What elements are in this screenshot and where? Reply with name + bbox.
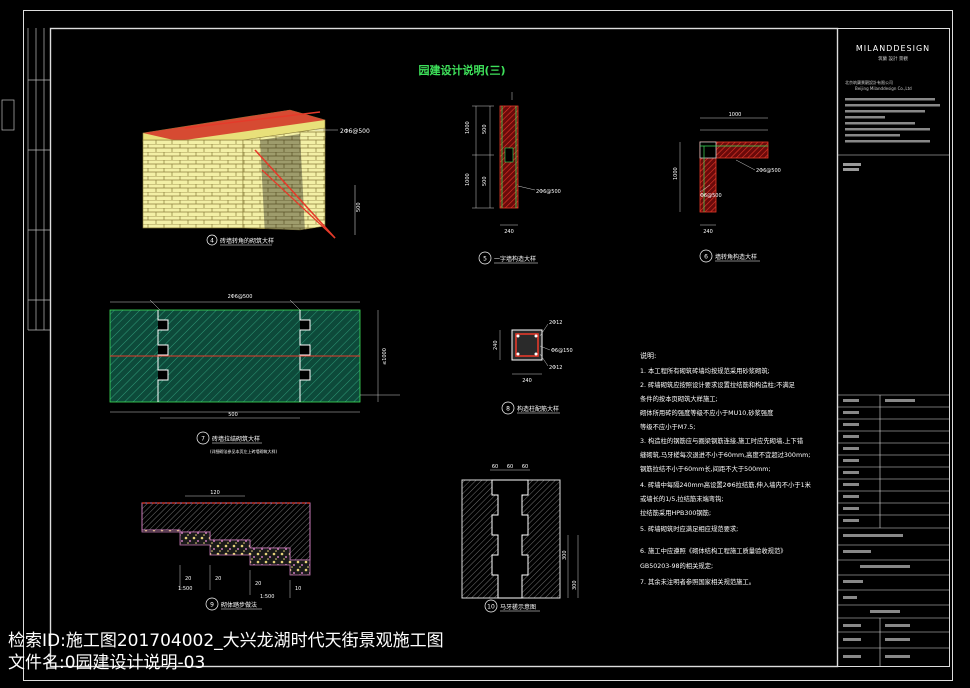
notes-line-8: 钢筋拉结不小于60mm长,间距不大于500mm;: [640, 464, 771, 473]
detail-9-title: 砌体踏步做法: [221, 601, 257, 609]
detail-5-straight-wall: 1000 1000 500 500 240 2Φ6@500 5 一字墙构造大样: [465, 92, 561, 265]
detail-10-num: 10: [487, 604, 495, 611]
detail-8-dim-2: 240: [522, 378, 532, 384]
sheet-title: 园建设计说明(三): [418, 63, 505, 77]
notes-line-14: GB50203-98的相关规定;: [640, 561, 713, 570]
detail-5-title: 一字墙构造大样: [494, 255, 536, 263]
notes-line-10: 或墙长的1/5,拉结筋末端弯钩;: [640, 494, 724, 503]
company-name-en: Beijing Milanddesign Co.,Ltd: [855, 86, 912, 91]
detail-9-dim-1: 120: [210, 490, 220, 496]
detail-8-rebar-2: Φ6@150: [551, 348, 573, 354]
detail-10-dim-5: 300: [572, 580, 578, 590]
detail-10-dim-2: 60: [507, 464, 513, 470]
detail-9-dim-6: 1:500: [178, 586, 192, 592]
detail-7-dim-1: 500: [228, 412, 238, 418]
detail-5-dim-4: 500: [482, 176, 488, 186]
detail-5-dim-5: 240: [504, 229, 514, 235]
filename-overlay: 文件名:0园建设计说明-03: [8, 653, 206, 673]
detail-6-num: 6: [704, 254, 708, 261]
detail-9-dim-2: 20: [185, 576, 191, 582]
detail-9-num: 9: [210, 602, 214, 609]
search-id-overlay: 检索ID:施工图201704002_大兴龙湖时代天街景观施工图: [8, 631, 444, 651]
notes-line-7: 缝砌筑,马牙槎每次退进不小于60mm,高度不宜超过300mm;: [640, 450, 810, 459]
detail-9-dim-7: 1:500: [260, 594, 274, 600]
detail-8-column-section: 2Φ12 Φ6@150 2Φ12 240 240 8 构造柱配筋大样: [493, 320, 573, 415]
detail-5-dim-1: 1000: [465, 121, 471, 134]
notes-line-11: 拉结筋采用HPB300钢筋;: [640, 508, 711, 517]
detail-10-dim-3: 60: [522, 464, 528, 470]
detail-9-steps: 120 20 20 20 10 1:500 1:500 9 砌体踏步做法: [141, 490, 311, 611]
drawing-frame: [23, 10, 953, 681]
notes-line-2: 2. 砖墙砌筑应按照设计要求设置拉结筋和构造柱;不满足: [640, 380, 796, 389]
detail-8-rebar-1: 2Φ12: [549, 320, 562, 326]
detail-6-dim-3: 240: [703, 229, 713, 235]
detail-9-dim-4: 20: [255, 581, 261, 587]
notes-line-9: 4. 砖墙中每隔240mm高设置2Φ6拉结筋,伸入墙内不小于1米: [640, 480, 812, 489]
detail-5-dim-3: 500: [482, 124, 488, 134]
detail-7-rebar-label: 2Φ6@500: [228, 294, 253, 300]
notes-line-4: 砌体所用砖的强度等级不应小于MU10,砂浆强度: [640, 408, 774, 417]
detail-10-toothing: 60 60 60 300 300 10 马牙槎示意图: [461, 464, 579, 613]
company-name-cn: 北京筑蘭景觀設計有限公司: [845, 79, 893, 85]
detail-10-title: 马牙槎示意图: [500, 603, 536, 611]
notes-heading: 说明:: [640, 351, 656, 360]
detail-6-dim-2: 1000: [673, 167, 679, 180]
detail-4-dim: 500: [356, 202, 362, 212]
detail-4-num: 4: [210, 238, 214, 245]
detail-8-title: 构造柱配筋大样: [517, 405, 559, 413]
detail-7-title: 砖墙拉结砌筑大样: [212, 435, 260, 443]
notes-line-3: 条件的按本页砌筑大样施工;: [640, 394, 718, 403]
detail-4-brick-corner: 2Φ6@500 500 4 砖墙转角的砌筑大样: [142, 109, 370, 246]
detail-10-dim-1: 60: [492, 464, 498, 470]
detail-8-rebar-3: 2Φ12: [549, 365, 562, 371]
notes-line-13: 6. 施工中应遵照《砌体结构工程施工质量验收规范》: [640, 546, 787, 555]
detail-8-dim-1: 240: [493, 340, 499, 350]
detail-10-dim-4: 300: [562, 550, 568, 560]
detail-7-tie-layout: 2Φ6@500 500 ≤1000 7 砖墙拉结砌筑大样 (详细砌法参见本页左上…: [109, 294, 400, 454]
detail-9-dim-5: 10: [295, 586, 301, 592]
detail-6-title: 墙转角构造大样: [715, 253, 757, 261]
detail-4-title: 砖墙转角的砌筑大样: [220, 237, 274, 245]
detail-7-subtitle: (详细砌法参见本页左上砖墙砌筑大样): [210, 448, 278, 454]
detail-6-dim-1: 1000: [729, 112, 742, 118]
design-notes: 说明: 1. 本工程所有砌筑砖墙均按规范采用砂浆砌筑; 2. 砖墙砌筑应按照设计…: [640, 351, 812, 586]
detail-6-rebar-2: Φ6@500: [700, 193, 722, 199]
notes-line-15: 7. 其余未注明者参照国家相关规范施工。: [640, 577, 755, 586]
notes-line-12: 5. 砖墙砌筑时应满足相应规范要求;: [640, 524, 738, 533]
detail-6-corner-wall: 1000 1000 240 2Φ6@500 Φ6@500 6 墙转角构造大样: [673, 112, 781, 263]
company-logo: MILANDDESIGN: [856, 44, 930, 53]
detail-6-rebar-1: 2Φ6@500: [756, 168, 781, 174]
detail-5-rebar-label: 2Φ6@500: [536, 189, 561, 195]
detail-5-dim-2: 1000: [465, 173, 471, 186]
notes-line-5: 等级不应小于M7.5;: [640, 422, 695, 431]
detail-7-dim-2: ≤1000: [382, 348, 388, 365]
detail-7-num: 7: [201, 436, 205, 443]
notes-line-1: 1. 本工程所有砌筑砖墙均按规范采用砂浆砌筑;: [640, 366, 770, 375]
detail-4-rebar-label: 2Φ6@500: [340, 128, 370, 135]
detail-8-num: 8: [506, 406, 510, 413]
title-block: MILANDDESIGN 筑蘭 設計 景觀 北京筑蘭景觀設計有限公司 Beiji…: [838, 44, 950, 667]
detail-5-num: 5: [483, 256, 487, 263]
detail-9-dim-3: 20: [215, 576, 221, 582]
company-logo-subtitle: 筑蘭 設計 景觀: [878, 55, 908, 62]
notes-line-6: 3. 构造柱的钢筋应与圈梁钢筋连接,施工时应先砌墙,上下错: [640, 436, 804, 445]
left-binding-strip: [1, 28, 50, 331]
